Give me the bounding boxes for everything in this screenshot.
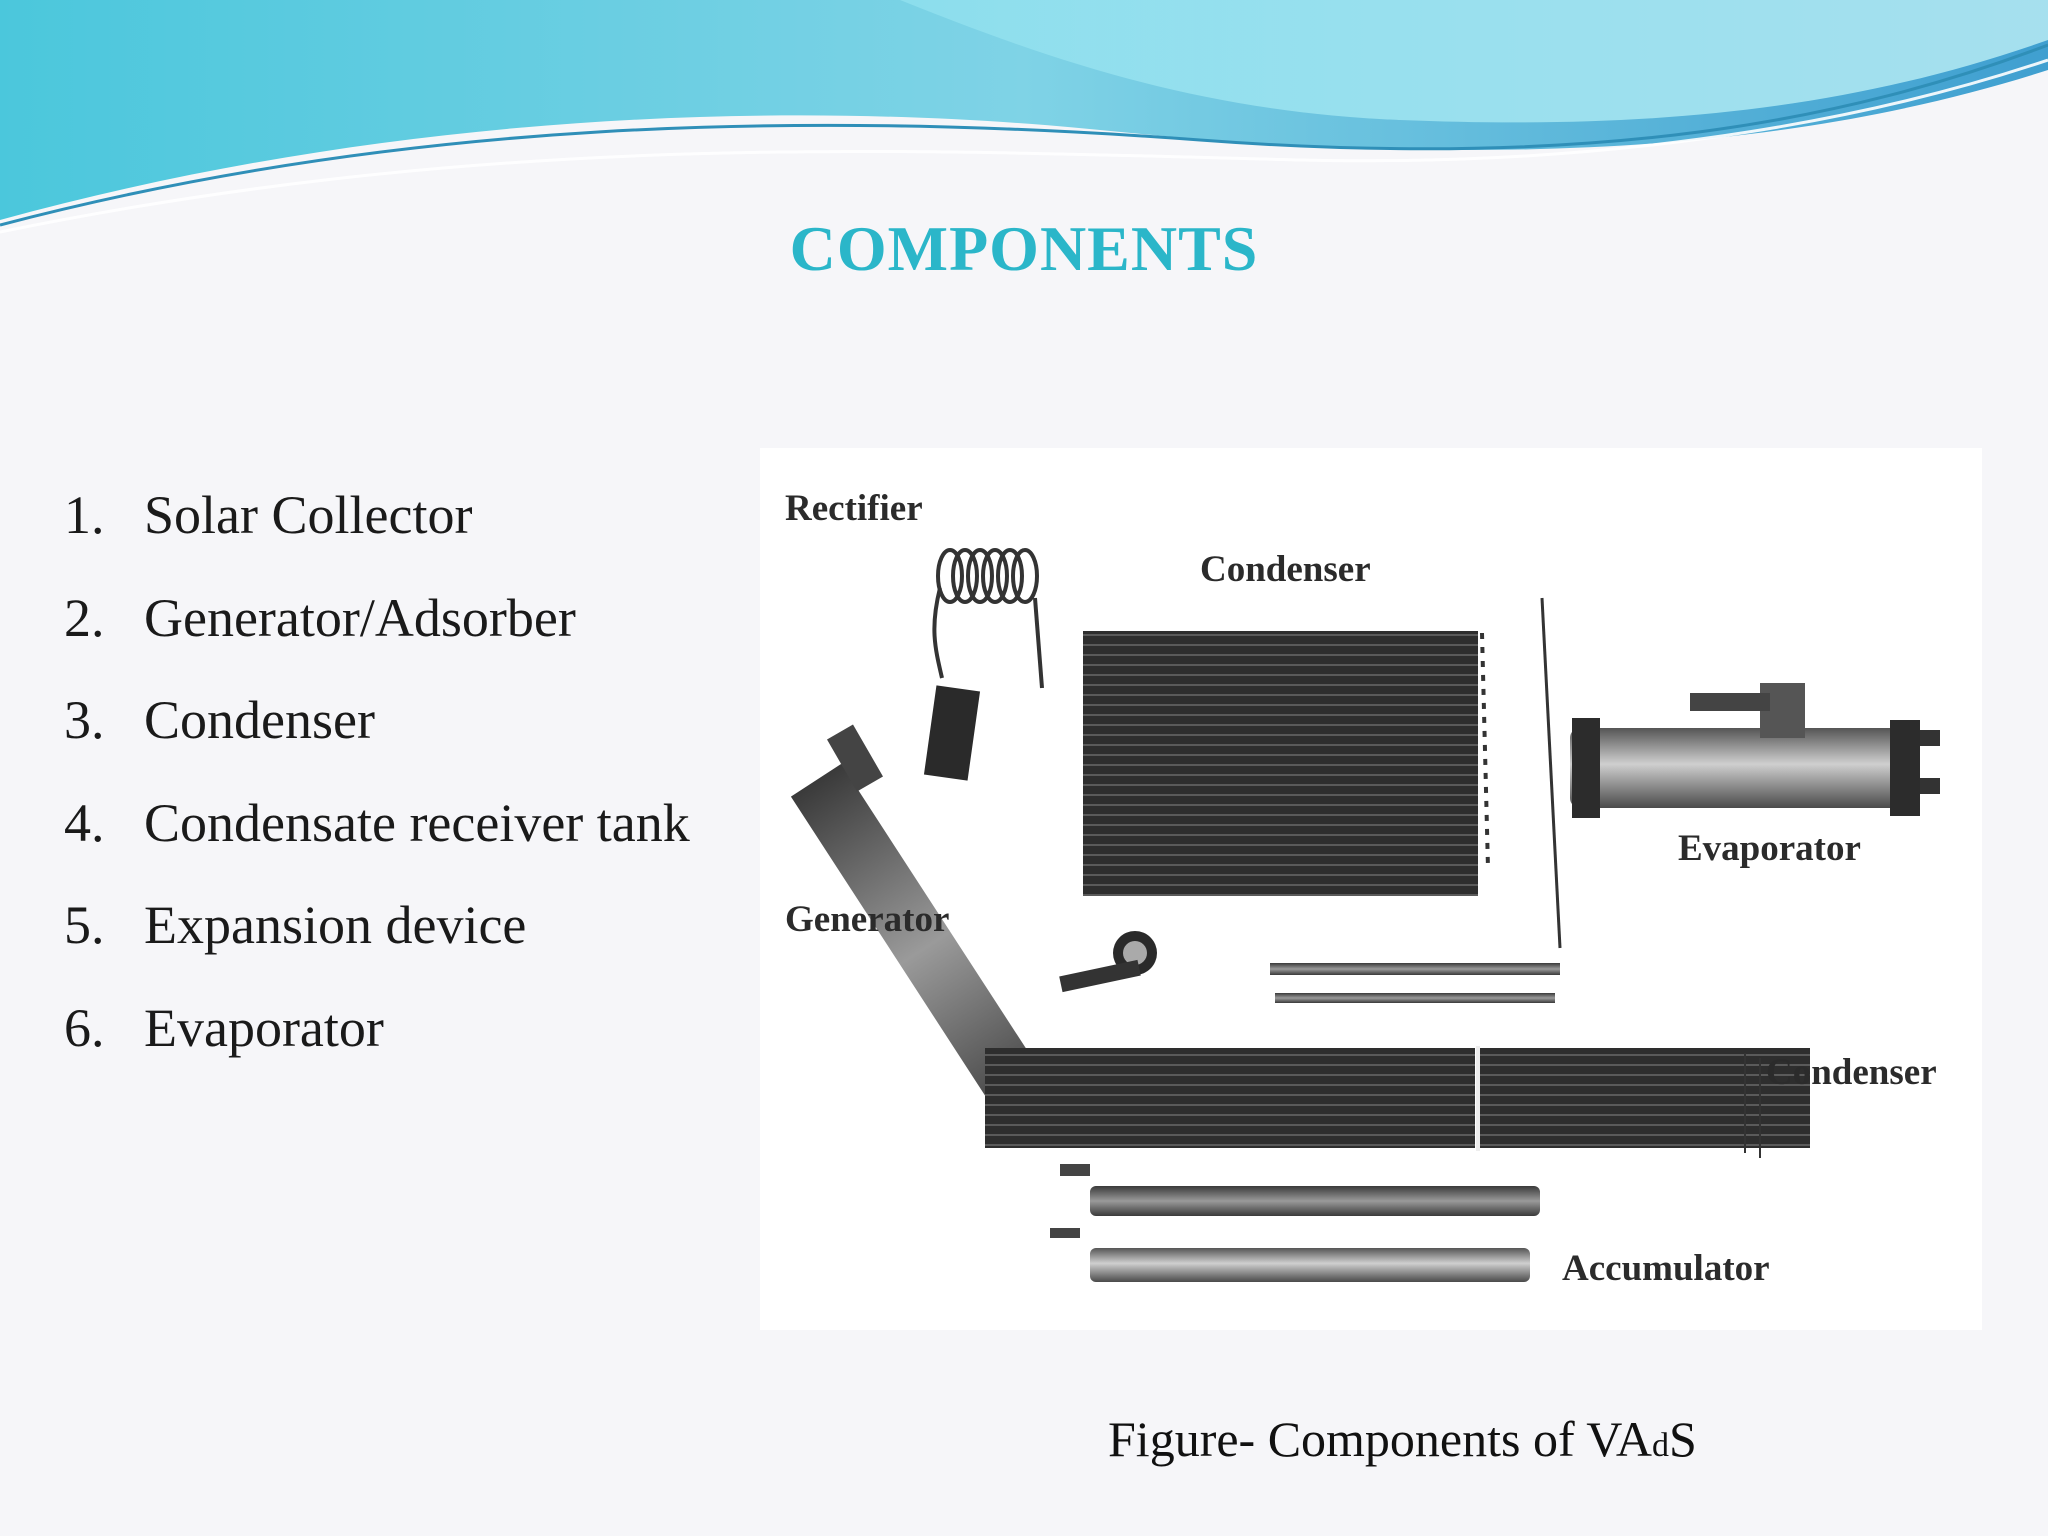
list-item-label: Condensate receiver tank [144,792,690,853]
top-condenser-coil [1083,631,1478,896]
label-generator: Generator [785,899,949,940]
caption-text: Figure- Components of VA [1108,1411,1652,1467]
label-condenser-bottom: Condenser [1766,1052,1937,1093]
list-item-number: 3. [64,690,105,750]
generator-assembly [790,685,1157,1133]
evaporator-unit [1570,683,1940,818]
list-item-label: Generator/Adsorber [144,587,576,648]
list-item-label: Evaporator [144,997,384,1058]
list-item: 5. Expansion device [64,890,690,993]
list-item: 1. Solar Collector [64,480,690,583]
label-rectifier: Rectifier [785,488,923,529]
list-item: 2. Generator/Adsorber [64,583,690,686]
list-item: 6. Evaporator [64,993,690,1096]
component-list: 1. Solar Collector 2. Generator/Adsorber 3… [64,480,690,1095]
bottom-condenser-coil [985,1046,1810,1158]
list-item: 4. Condensate receiver tank [64,788,690,891]
accumulator-tubes [1050,1164,1540,1282]
list-item-label: Condenser [144,690,375,750]
header-wave-decoration [0,0,2048,234]
list-item: 3. Condenser [64,685,690,788]
list-item-number: 2. [64,587,105,648]
rectifier-coil [932,548,1044,689]
components-photo: Rectifier Condenser Evaporator Generator… [760,448,1982,1330]
list-item-label: Expansion device [144,895,527,955]
list-item-label: Solar Collector [144,485,473,545]
caption-suffix: S [1669,1411,1697,1467]
figure-caption: Figure- Components of VAdS [1108,1410,1697,1468]
list-item-number: 1. [64,485,105,545]
label-condenser-top: Condenser [1200,549,1371,590]
caption-subscript: d [1652,1427,1669,1464]
label-accumulator: Accumulator [1562,1248,1770,1289]
page-title: COMPONENTS [789,213,1259,284]
label-evaporator: Evaporator [1678,828,1861,869]
list-item-number: 4. [64,792,105,853]
list-item-number: 6. [64,997,105,1058]
list-item-number: 5. [64,895,105,955]
